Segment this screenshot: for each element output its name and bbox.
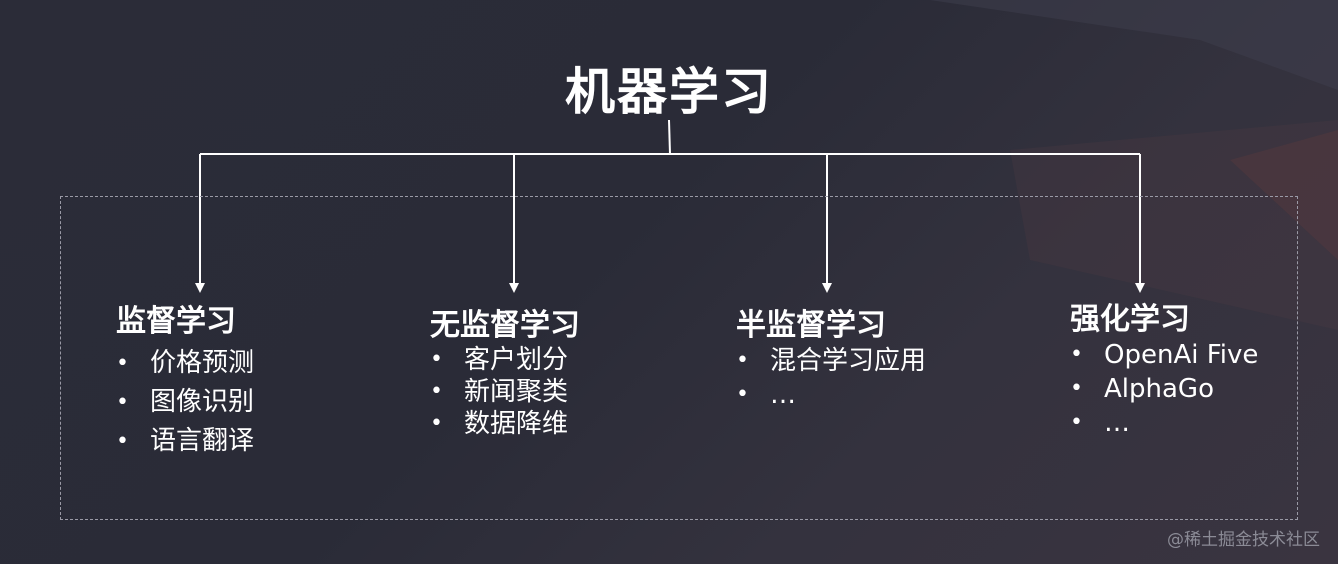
category-title: 无监督学习 — [430, 308, 580, 343]
category-item-list: •混合学习应用 •… — [736, 344, 926, 412]
category-title: 监督学习 — [116, 304, 236, 339]
list-item: •语言翻译 — [116, 422, 254, 461]
category-title: 强化学习 — [1070, 302, 1190, 337]
bullet-icon: • — [116, 429, 129, 454]
list-item: •… — [1070, 408, 1130, 438]
category-item-list: •价格预测 •图像识别 •语言翻译 — [116, 344, 254, 461]
diagram-root-title: 机器学习 — [565, 63, 773, 121]
list-item: •数据降维 — [430, 409, 569, 439]
root-stem-line — [668, 119, 671, 155]
bullet-icon: • — [736, 348, 749, 373]
categories-dashed-frame — [60, 196, 1298, 520]
category-supervised: 监督学习 •价格预测 •图像识别 •语言翻译 — [116, 296, 254, 461]
bullet-icon: • — [1070, 376, 1083, 401]
bullet-icon: • — [736, 382, 749, 407]
bullet-icon: • — [1070, 342, 1083, 367]
category-reinforcement: 强化学习 •OpenAi Five •AlphaGo •… — [1070, 294, 1258, 440]
bullet-icon: • — [116, 390, 129, 415]
category-title: 半监督学习 — [736, 308, 886, 343]
bullet-icon: • — [430, 347, 443, 372]
category-unsupervised: 无监督学习 •客户划分 •新闻聚类 •数据降维 — [430, 300, 580, 440]
category-semi-supervised: 半监督学习 •混合学习应用 •… — [736, 300, 926, 412]
category-item-list: •OpenAi Five •AlphaGo •… — [1070, 338, 1258, 440]
list-item: •价格预测 — [116, 344, 254, 383]
list-item: •图像识别 — [116, 383, 254, 422]
watermark: @稀土掘金技术社区 — [1167, 530, 1320, 550]
bullet-icon: • — [1070, 410, 1083, 435]
bullet-icon: • — [430, 379, 443, 404]
list-item: •OpenAi Five — [1070, 340, 1259, 370]
category-item-list: •客户划分 •新闻聚类 •数据降维 — [430, 344, 580, 440]
list-item: •客户划分 — [430, 345, 569, 375]
bullet-icon: • — [430, 411, 443, 436]
list-item: •AlphaGo — [1070, 374, 1214, 404]
list-item: •混合学习应用 — [736, 346, 927, 376]
list-item: •新闻聚类 — [430, 377, 569, 407]
list-item: •… — [736, 380, 796, 410]
bullet-icon: • — [116, 351, 129, 376]
